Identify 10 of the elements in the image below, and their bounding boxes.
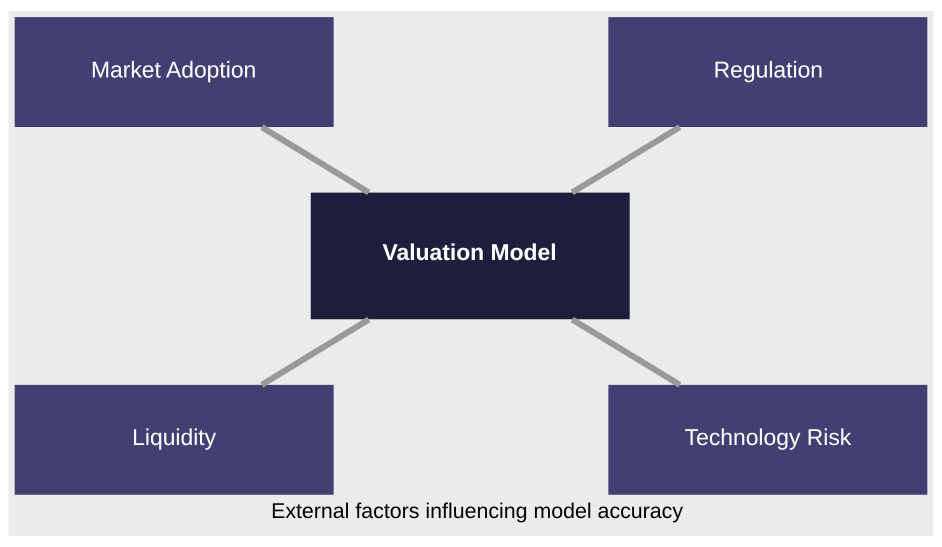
caption: External factors influencing model accuracy <box>271 498 684 523</box>
connector <box>570 316 682 388</box>
node-box: Technology Risk <box>608 384 928 495</box>
node-box: Valuation Model <box>310 192 630 320</box>
connector <box>260 124 370 196</box>
node-box: Market Adoption <box>14 17 334 127</box>
node-box: Liquidity <box>14 384 334 495</box>
node-box: Regulation <box>608 17 928 127</box>
connector <box>570 124 682 196</box>
connector <box>260 316 370 388</box>
